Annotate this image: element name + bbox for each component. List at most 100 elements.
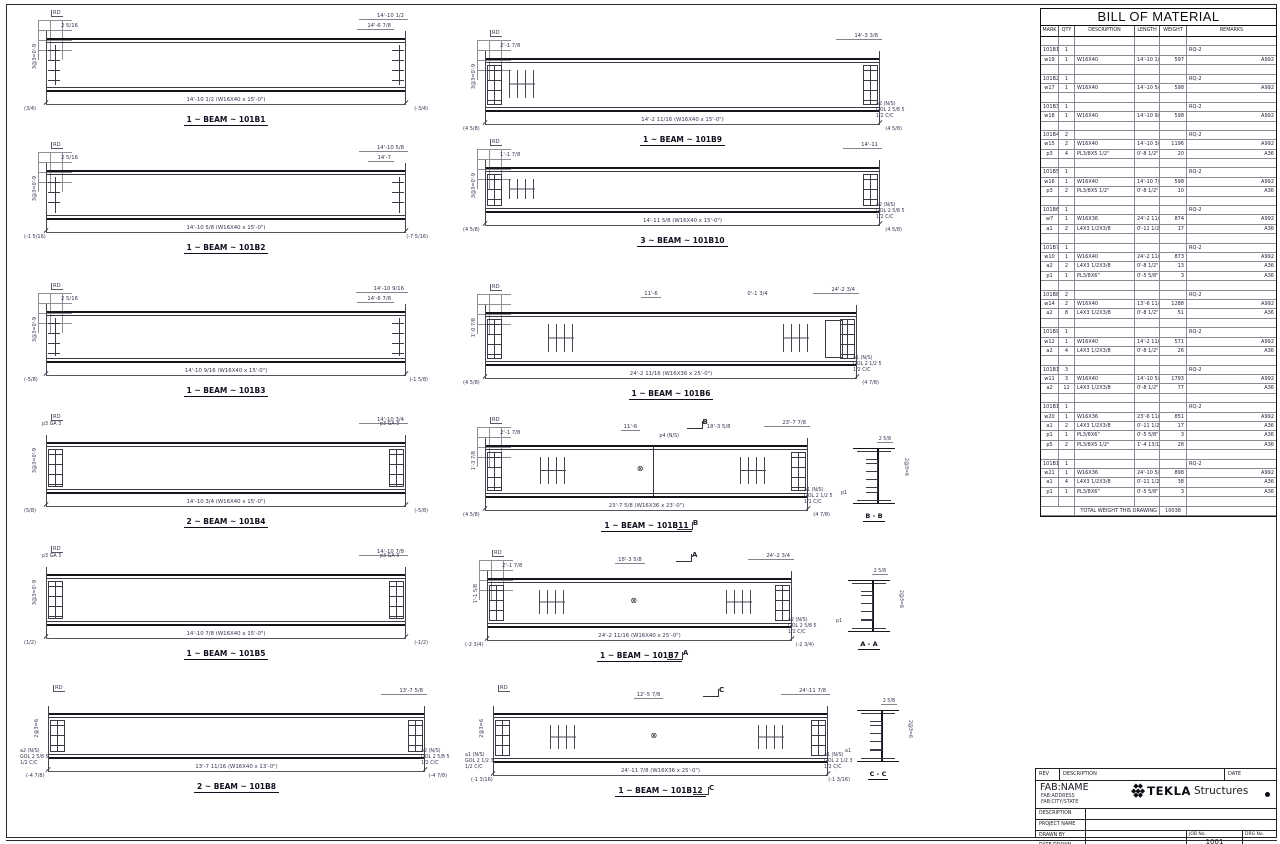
bom-cell bbox=[1135, 234, 1160, 243]
bom-cell: 2 bbox=[1059, 130, 1075, 140]
bom-cell bbox=[1059, 234, 1075, 243]
bom-cell: 14'-10 3/4" bbox=[1137, 140, 1160, 149]
overall-dimension-line bbox=[46, 375, 406, 376]
top-flange-line bbox=[493, 713, 828, 715]
left-offset-dimension: (-4 7/8) bbox=[26, 773, 45, 779]
bom-total-label: TOTAL WEIGHT THIS DRAWING bbox=[1075, 506, 1160, 515]
section-view: 2 5/8 2@3=6 p1 A - A bbox=[836, 569, 903, 650]
section-top-flange bbox=[853, 448, 895, 450]
bom-cell: A992 bbox=[1261, 84, 1274, 91]
beam-title: 2 ~ BEAM ~ 101B4 bbox=[46, 517, 406, 528]
bom-cell bbox=[1041, 159, 1059, 168]
bom-cell bbox=[1135, 403, 1160, 412]
bom-cell: 1793 bbox=[1160, 375, 1187, 384]
right-end-line bbox=[405, 31, 406, 105]
top-flange-line bbox=[48, 713, 425, 715]
bom-cell bbox=[1135, 74, 1160, 83]
bottom-flange-inner-line bbox=[46, 489, 406, 490]
left-offset-dimension: (-1 5/16) bbox=[24, 234, 46, 240]
vertical-bolt-spacing-dimension: 3@3=0'-9 bbox=[32, 44, 38, 70]
right-offset-dimension: (4 5/8) bbox=[885, 227, 902, 233]
top-flange-inner-line bbox=[46, 42, 406, 43]
right-end-line bbox=[827, 706, 828, 776]
bom-cell bbox=[1160, 328, 1187, 337]
bom-cell bbox=[1075, 168, 1135, 177]
vertical-bolt-spacing-dimension: 1'-3 7/8 bbox=[471, 451, 477, 471]
bom-cell bbox=[1041, 450, 1059, 459]
beam-drawing: RD 2'-1 7/8 18'-3 5/8 24'-2 3/4 1'-1 5/8… bbox=[465, 550, 817, 662]
top-right-dimension-2: 14'-7 bbox=[367, 155, 394, 162]
section-bottom-flange-inner bbox=[852, 628, 886, 629]
bolt-cluster bbox=[548, 324, 575, 352]
bom-header-row: MARK QTY DESCRIPTION LENGTH WEIGHT REMAR… bbox=[1041, 26, 1276, 37]
bom-cell: 101B5 bbox=[1043, 168, 1059, 177]
bom-cell: p5 bbox=[1041, 440, 1059, 450]
beam-title: 1 ~ BEAM ~ 101B5 bbox=[46, 649, 406, 660]
bom-cell: 101B4 bbox=[1043, 130, 1059, 140]
bolt-cluster bbox=[740, 457, 767, 484]
bom-cell: 4 bbox=[1059, 346, 1075, 356]
bom-cell: 898 bbox=[1160, 468, 1187, 478]
section-clip-angle bbox=[866, 459, 879, 493]
bom-cell bbox=[1041, 234, 1059, 243]
right-offset-dimension: (-7 5/16) bbox=[406, 234, 428, 240]
bom-cell: 101B2 bbox=[1043, 74, 1059, 83]
beam-drawing: RD 2'-1 7/8 11'-6 18'-3 5/8 23'-7 7/8 1'… bbox=[463, 417, 833, 532]
right-end-line bbox=[879, 51, 880, 125]
left-connection-callout: p3 GA 3 bbox=[42, 422, 62, 427]
bom-cell: 3 bbox=[1059, 375, 1075, 384]
beam-title: 1 ~ BEAM ~ 101B12 bbox=[493, 786, 828, 797]
reference-label: RD bbox=[498, 685, 510, 692]
bom-cell: 14'-10 5/8" bbox=[1137, 83, 1160, 93]
vertical-bolt-spacing-dimension: 3@3=0'-9 bbox=[32, 317, 38, 343]
bom-cell: a2 bbox=[1041, 262, 1059, 271]
bom-cell: w10 bbox=[1041, 252, 1059, 262]
bom-cell bbox=[1135, 130, 1160, 140]
right-end-line bbox=[405, 304, 406, 376]
bom-cell bbox=[1075, 497, 1135, 506]
bom-cell bbox=[1041, 37, 1059, 46]
bom-cell bbox=[1160, 290, 1187, 299]
bom-cell: 0'-8 1/2" bbox=[1137, 149, 1160, 159]
bom-cell: RQ-2 bbox=[1189, 103, 1202, 110]
section-top-dimension: 2 5/8 bbox=[871, 569, 888, 575]
top-right-dimension: 14'-10 3/4 bbox=[358, 417, 408, 424]
drawn-by-label: DRAWN BY bbox=[1036, 831, 1086, 840]
bom-cell: W16X40 bbox=[1075, 112, 1135, 121]
right-connection-callout: p3 GA 3 bbox=[380, 422, 400, 427]
beam-drawing: RD 14'-10 7/8 3@3=0'-9 14'-10 7/8 (W16X4… bbox=[24, 546, 428, 660]
bom-cell bbox=[1075, 159, 1135, 168]
top-flange-line bbox=[46, 574, 406, 576]
bom-cell bbox=[1059, 393, 1075, 403]
bom-cell: 101B10 bbox=[1043, 365, 1059, 375]
bom-cell: 2 bbox=[1059, 140, 1075, 149]
beam-title: 1 ~ BEAM ~ 101B6 bbox=[485, 389, 857, 400]
left-end-line bbox=[46, 31, 47, 105]
bolt-cluster bbox=[726, 590, 753, 614]
overall-dimension-text: 24'-11 7/8 (W16X36 x 25'-0") bbox=[620, 768, 700, 774]
bom-cell bbox=[1075, 243, 1135, 252]
right-connection-detail bbox=[389, 581, 404, 619]
vertical-bolt-spacing-dimension: 2@3=6 bbox=[34, 719, 40, 738]
top-flange-inner-line bbox=[48, 717, 425, 718]
bottom-flange-line bbox=[46, 624, 406, 626]
rev-date-header: DATE bbox=[1224, 769, 1276, 780]
bom-cell bbox=[1059, 318, 1075, 328]
bom-cell: 13 bbox=[1160, 262, 1187, 271]
left-offset-dimension: (4 5/8) bbox=[463, 126, 480, 132]
bom-cell bbox=[1075, 403, 1135, 412]
bottom-flange-inner-line bbox=[46, 621, 406, 622]
bom-cell bbox=[1135, 168, 1160, 177]
beam-drawing: RD 2'-1 7/8 14'-3 3/8 3@3=0'-9 14'-2 11/… bbox=[463, 30, 905, 146]
bom-cell: w18 bbox=[1041, 112, 1059, 121]
drawing-number-label: DRG No. bbox=[1245, 832, 1264, 837]
bom-cell bbox=[1135, 318, 1160, 328]
bom-cell: RQ-2 bbox=[1189, 131, 1202, 138]
bom-cell bbox=[1135, 243, 1160, 252]
bom-cell: A36 bbox=[1264, 188, 1274, 195]
reference-label: RD bbox=[51, 283, 63, 290]
